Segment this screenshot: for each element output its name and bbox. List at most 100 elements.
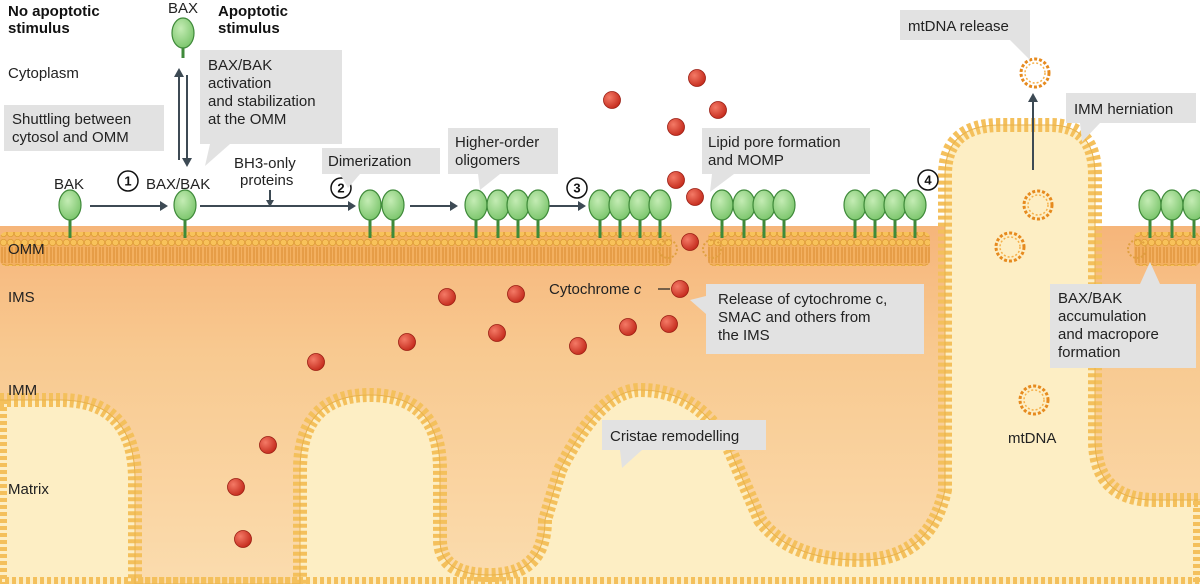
omm-segment-left xyxy=(0,232,672,266)
callout-activation-1: BAX/BAK xyxy=(208,57,272,74)
protein-oligomer-1 xyxy=(464,189,488,238)
protein-bax-bak xyxy=(173,189,197,238)
callout-cristae: Cristae remodelling xyxy=(610,428,739,445)
header-stimulus-2: stimulus xyxy=(218,20,280,37)
cytochrome-c-13 xyxy=(488,324,506,342)
protein-pore-right-4 xyxy=(772,189,796,238)
callout-activation-tail xyxy=(205,144,230,166)
cytochrome-c-4 xyxy=(667,118,685,136)
cytochrome-c-17 xyxy=(259,436,277,454)
callout-activation-3: and stabilization xyxy=(208,93,316,110)
callout-lipid-pore-1: Lipid pore formation xyxy=(708,134,841,151)
callout-accumulation-3: and macropore xyxy=(1058,326,1159,343)
protein-bax-soluble xyxy=(171,17,195,58)
protein-pore-left-2 xyxy=(608,189,632,238)
pathway-arrows xyxy=(90,75,1034,207)
label-bax-bak: BAX/BAK xyxy=(146,176,210,193)
callout-release-1: Release of cytochrome c, xyxy=(718,291,887,308)
protein-edge-3 xyxy=(1182,189,1200,238)
cytochrome-c-2 xyxy=(688,69,706,87)
protein-oligomer-4 xyxy=(526,189,550,238)
cytochrome-c-3 xyxy=(709,101,727,119)
callout-shuttling-1: Shuttling between xyxy=(12,111,131,128)
pore-rim-3 xyxy=(1127,239,1147,259)
label-cytochrome-c: c xyxy=(634,281,642,298)
callout-mtdna-release-box xyxy=(900,10,1030,40)
callout-activation-box xyxy=(200,50,342,144)
step-1-circle xyxy=(117,170,139,192)
callout-release-2: SMAC and others from xyxy=(718,309,871,326)
callout-oligomers-1: Higher-order xyxy=(455,134,539,151)
pore-rim-2 xyxy=(702,239,722,259)
step-3-number: 3 xyxy=(573,181,580,196)
callout-release-3: the IMS xyxy=(718,327,770,344)
step-4-circle xyxy=(917,169,939,191)
cytochrome-c-11 xyxy=(660,315,678,333)
callout-accumulation-1: BAX/BAK xyxy=(1058,290,1122,307)
callout-oligomers-2: oligomers xyxy=(455,152,520,169)
step-4-number: 4 xyxy=(924,173,932,188)
imm-outline xyxy=(0,124,1200,584)
region-omm: OMM xyxy=(8,241,45,258)
label-bh3-1: BH3-only xyxy=(234,155,296,172)
label-cytochrome-word: Cytochrome xyxy=(549,281,630,298)
step-markers: 1 2 3 4 xyxy=(117,169,939,199)
callout-shuttling-box xyxy=(4,105,164,151)
cytochrome-c-1 xyxy=(603,91,621,109)
region-ims: IMS xyxy=(8,289,35,306)
callout-mtdna-release: mtDNA release xyxy=(908,18,1009,35)
protein-dimer-2 xyxy=(381,189,405,238)
callout-activation-2: activation xyxy=(208,75,271,92)
cytochrome-c-12 xyxy=(619,318,637,336)
callout-dimerization-box xyxy=(322,148,440,174)
callout-lipid-pore-2: and MOMP xyxy=(708,152,784,169)
protein-pore-left-4 xyxy=(648,189,672,238)
protein-macropore-4 xyxy=(903,189,927,238)
cytochrome-c-16 xyxy=(307,353,325,371)
cytochrome-c-7 xyxy=(681,233,699,251)
mtdna-ring-4 xyxy=(1018,384,1050,416)
protein-pore-right-3 xyxy=(752,189,776,238)
cytochrome-c-19 xyxy=(234,530,252,548)
label-bax: BAX xyxy=(168,0,198,17)
pore-rim-1 xyxy=(658,239,678,259)
mtdna-ring-1 xyxy=(1019,57,1051,89)
header-stimulus-1: Apoptotic xyxy=(218,3,288,20)
region-cytoplasm: Cytoplasm xyxy=(8,65,79,82)
label-bak: BAK xyxy=(54,176,84,193)
label-mtdna: mtDNA xyxy=(1008,430,1056,447)
callout-cristae-box xyxy=(602,420,766,450)
callout-boxes xyxy=(4,10,1196,468)
protein-pore-right-1 xyxy=(710,189,734,238)
callout-activation-4: at the OMM xyxy=(208,111,286,128)
callout-shuttling-2: cytosol and OMM xyxy=(12,129,129,146)
callout-herniation-box xyxy=(1066,93,1196,123)
cytochrome-c-15 xyxy=(569,337,587,355)
protein-edge-2 xyxy=(1160,189,1184,238)
protein-dimer-1 xyxy=(358,189,382,238)
protein-bak xyxy=(58,189,82,238)
callout-accumulation-box xyxy=(1050,284,1196,368)
callout-accumulation-2: accumulation xyxy=(1058,308,1146,325)
mtdna-ring-2 xyxy=(1022,189,1054,221)
cytochrome-c-6 xyxy=(686,188,704,206)
cytochrome-c-18 xyxy=(227,478,245,496)
protein-pore-right-2 xyxy=(732,189,756,238)
cytochrome-c-8 xyxy=(671,280,689,298)
callout-dimerization: Dimerization xyxy=(328,153,411,170)
step-2-number: 2 xyxy=(337,181,344,196)
omm-segment-right xyxy=(1134,232,1200,266)
callout-release-box xyxy=(706,284,924,354)
label-bh3-2: proteins xyxy=(240,172,293,189)
header-no-stimulus-2: stimulus xyxy=(8,20,70,37)
molecule-layer xyxy=(227,57,1147,548)
callout-herniation: IMM herniation xyxy=(1074,101,1173,118)
cytochrome-c-5 xyxy=(667,171,685,189)
step-1-number: 1 xyxy=(124,174,131,189)
cytochrome-c-9 xyxy=(438,288,456,306)
cytochrome-c-10 xyxy=(507,285,525,303)
step-3-circle xyxy=(566,177,588,199)
